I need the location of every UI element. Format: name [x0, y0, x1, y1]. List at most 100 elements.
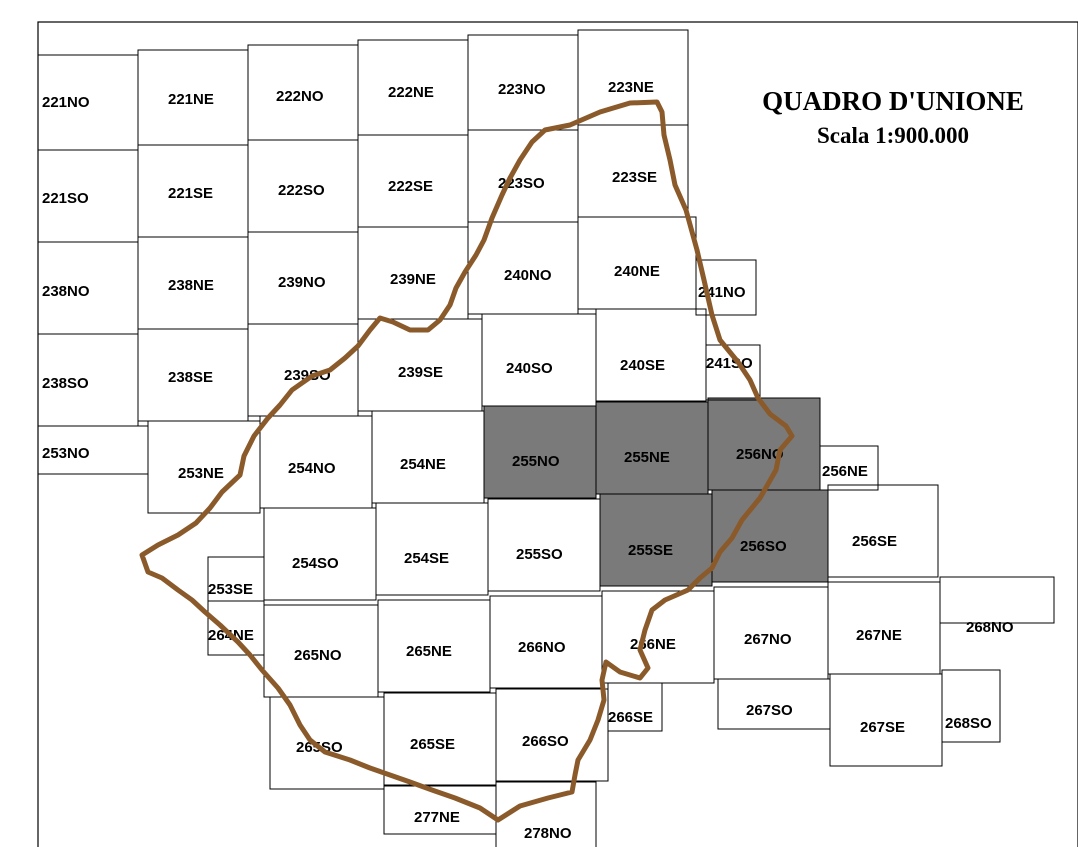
- tile-cell: [577, 29, 689, 126]
- map-tile-266no[interactable]: 266NO: [489, 595, 603, 689]
- map-tile-222se[interactable]: 222SE: [357, 134, 469, 228]
- map-tile-239no[interactable]: 239NO: [247, 231, 359, 325]
- tile-label: 277NE: [414, 809, 460, 826]
- map-tile-221so[interactable]: 221SO: [37, 149, 139, 243]
- tile-cell: [487, 498, 601, 592]
- tile-label: 221NE: [168, 91, 214, 108]
- map-tile-254se[interactable]: 254SE: [375, 502, 489, 596]
- map-title: QUADRO D'UNIONE: [762, 86, 1024, 116]
- map-tile-221no[interactable]: 221NO: [37, 54, 139, 151]
- tile-label: 239NE: [390, 271, 436, 288]
- tile-label: 240NE: [614, 263, 660, 280]
- map-tile-265so[interactable]: 265SO: [269, 696, 385, 790]
- tile-label: 266NE: [630, 636, 676, 653]
- map-tile-222ne[interactable]: 222NE: [357, 39, 469, 136]
- tile-label: 267NO: [744, 631, 792, 648]
- map-tile-264ne[interactable]: 264NE: [207, 600, 265, 656]
- map-tile-256ne[interactable]: 256NE: [819, 445, 879, 491]
- map-tile-221ne[interactable]: 221NE: [137, 49, 249, 146]
- tile-label: 254NO: [288, 460, 336, 477]
- map-tile-223so[interactable]: 223SO: [467, 129, 579, 223]
- tile-cell: [705, 344, 761, 401]
- map-tile-221se[interactable]: 221SE: [137, 144, 249, 238]
- map-tile-266so[interactable]: 266SO: [495, 688, 609, 782]
- map-tile-222so[interactable]: 222SO: [247, 139, 359, 233]
- map-tile-267so[interactable]: 267SO: [717, 678, 831, 730]
- map-tile-253se[interactable]: 253SE: [207, 556, 265, 602]
- tile-label: 240SO: [506, 360, 553, 377]
- map-tile-240so[interactable]: 240SO: [481, 313, 597, 407]
- tile-cell: [711, 489, 829, 583]
- map-tile-223no[interactable]: 223NO: [467, 34, 579, 131]
- tile-label: 221SO: [42, 190, 89, 207]
- tile-label: 266SO: [522, 733, 569, 750]
- tile-cell: [375, 502, 489, 596]
- tile-label: 255SO: [516, 546, 563, 563]
- tile-label: 223NO: [498, 81, 546, 98]
- tile-cell: [263, 507, 377, 601]
- tile-label: 223NE: [608, 79, 654, 96]
- tile-label: 254NE: [400, 456, 446, 473]
- tile-label: 238SE: [168, 369, 213, 386]
- map-tile-256no[interactable]: 256NO: [707, 397, 821, 491]
- tile-cell: [707, 397, 821, 491]
- map-tile-265se[interactable]: 265SE: [383, 692, 497, 786]
- map-tile-223ne[interactable]: 223NE: [577, 29, 689, 126]
- map-tile-267no[interactable]: 267NO: [713, 586, 829, 680]
- tile-label: 253NE: [178, 465, 224, 482]
- map-tile-255no[interactable]: 255NO: [483, 405, 597, 499]
- tile-label: 266NO: [518, 639, 566, 656]
- tile-label: 267SO: [746, 702, 793, 719]
- map-tile-255ne[interactable]: 255NE: [595, 401, 709, 495]
- map-tile-240se[interactable]: 240SE: [595, 308, 707, 402]
- map-tile-265no[interactable]: 265NO: [263, 604, 379, 698]
- tile-label: 222SO: [278, 182, 325, 199]
- tile-label: 256NO: [736, 446, 784, 463]
- tile-label: 238NO: [42, 283, 90, 300]
- tile-cell: [595, 308, 707, 402]
- tile-label: 265NE: [406, 643, 452, 660]
- map-tile-238ne[interactable]: 238NE: [137, 236, 249, 330]
- tile-label: 254SE: [404, 550, 449, 567]
- tile-label: 255NE: [624, 449, 670, 466]
- map-tile-268so[interactable]: 268SO: [941, 669, 1001, 743]
- map-tile-253no[interactable]: 253NO: [37, 425, 149, 475]
- tile-label: 253NO: [42, 445, 90, 462]
- tile-label: 268SO: [945, 715, 992, 732]
- tile-cell: [827, 484, 939, 578]
- tile-cell: [819, 445, 879, 491]
- map-tile-256se[interactable]: 256SE: [827, 484, 939, 578]
- map-tile-222no[interactable]: 222NO: [247, 44, 359, 141]
- tile-label: 222SE: [388, 178, 433, 195]
- map-tile-256so[interactable]: 256SO: [711, 489, 829, 583]
- map-tile-254no[interactable]: 254NO: [259, 415, 373, 509]
- map-tile-254ne[interactable]: 254NE: [371, 410, 485, 504]
- map-tile-254so[interactable]: 254SO: [263, 507, 377, 601]
- tile-label: 267NE: [856, 627, 902, 644]
- map-tile-239so[interactable]: 239SO: [247, 323, 359, 417]
- tile-label: 222NE: [388, 84, 434, 101]
- tile-label: 240SE: [620, 357, 665, 374]
- map-tile-255so[interactable]: 255SO: [487, 498, 601, 592]
- map-tile-239se[interactable]: 239SE: [357, 318, 483, 412]
- map-tile-266se[interactable]: 266SE: [607, 682, 663, 732]
- tile-label: 255SE: [628, 542, 673, 559]
- tile-label: 265NO: [294, 647, 342, 664]
- tile-label: 221NO: [42, 94, 90, 111]
- tile-label: 238NE: [168, 277, 214, 294]
- map-tile-267ne[interactable]: 267NE: [827, 581, 941, 675]
- map-tile-267se[interactable]: 267SE: [829, 673, 943, 767]
- map-tile-255se[interactable]: 255SE: [599, 493, 713, 587]
- map-tile-238no[interactable]: 238NO: [37, 241, 139, 335]
- map-tile-238se[interactable]: 238SE: [137, 328, 249, 422]
- map-tile-240ne[interactable]: 240NE: [577, 216, 697, 310]
- tile-cell: [695, 259, 757, 316]
- tile-label: 256SO: [740, 538, 787, 555]
- tile-label: 265SE: [410, 736, 455, 753]
- tile-label: 267SE: [860, 719, 905, 736]
- map-tile-268no[interactable]: 268NO: [939, 576, 1055, 636]
- tile-label: 256SE: [852, 533, 897, 550]
- map-tile-238so[interactable]: 238SO: [37, 333, 139, 427]
- map-tile-265ne[interactable]: 265NE: [377, 599, 491, 693]
- tile-label: 241SO: [706, 355, 753, 372]
